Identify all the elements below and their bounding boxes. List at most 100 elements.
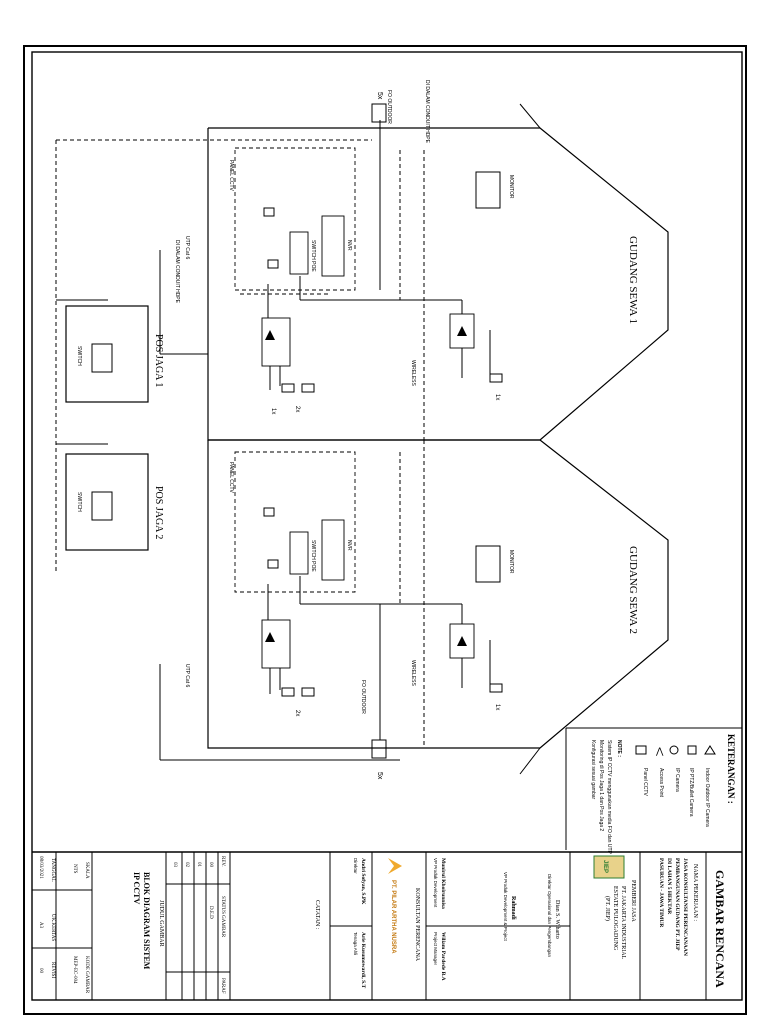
gudang-2-roof	[519, 747, 541, 775]
consultant-logo-icon	[388, 858, 402, 874]
legend-square-icon	[687, 745, 697, 755]
jiep-logo-text: JIEP	[602, 860, 608, 873]
label-fo-2: FO OUTDOOR	[360, 680, 366, 714]
code-value: MEP-EC-004	[72, 956, 77, 984]
legend-title: KETERANGAN :	[726, 734, 736, 804]
label-5x: 5x	[376, 772, 383, 780]
gudang-1-hub-2	[457, 326, 467, 336]
legend-circle-icon	[669, 745, 679, 755]
code-label: KODE GAMBAR	[84, 956, 89, 994]
pos-jaga-2-title: POS JAGA 2	[153, 486, 164, 539]
gudang-1-monitor	[475, 171, 501, 209]
pos-1-monitor	[91, 343, 113, 373]
gudang-1-nvr	[321, 215, 345, 277]
label-nvr: NVR	[346, 240, 352, 251]
drawing-title-line: BLOK DIAGRAM SISTEM	[142, 872, 151, 970]
gudang-2-nvr	[321, 519, 345, 581]
rev-row-00: 00	[208, 862, 213, 868]
work-label: NAMA PEKERJAAN :	[692, 864, 698, 921]
camera-icon	[267, 259, 279, 269]
camera-icon	[281, 383, 295, 393]
engineer1-role: Direktur	[353, 858, 358, 874]
gudang-2-outline	[207, 439, 669, 749]
label-2x: 2x	[294, 406, 300, 412]
consultant-logo-text: PT. PILAR ARTHA NUSRA	[390, 880, 396, 954]
rev-row-01: 01	[196, 862, 201, 868]
label-monitor: MONITOR	[508, 175, 514, 199]
scale-value: NTS	[72, 864, 77, 874]
fo-outdoor-box	[371, 103, 387, 123]
camera-icon	[263, 507, 275, 517]
owner-name-line: PT. JAKARTA INDUSTRIAL	[620, 886, 626, 960]
approver4-name: Wiliam Pardede B.A	[440, 932, 446, 981]
work-desc-line: DI LAHAN 5 HEKTAR	[666, 858, 672, 915]
approver3-role: VP Produk Development	[433, 858, 438, 908]
revision-value: 00	[38, 968, 43, 974]
fo-outdoor-box	[371, 739, 387, 759]
rev-row-00-status: D.E.D	[208, 906, 213, 919]
label-1x-b: 1x	[270, 408, 276, 414]
legend-item-text: Panel CCTV	[642, 768, 648, 796]
rev-row-03: 03	[172, 862, 177, 868]
label-monitor-2: MONITOR	[508, 550, 514, 574]
legend-item-text: Access Point	[658, 768, 664, 798]
drawing-title-label: JUDUL GAMBAR	[158, 900, 164, 947]
work-desc-line: JASA KONSULTANSI PERENCANAAN	[682, 858, 688, 956]
gudang-2-panel-room	[234, 451, 356, 593]
label-utp-2: UTP Cat 6	[184, 664, 190, 687]
camera-icon	[489, 373, 503, 383]
gudang-1-title: GUDANG SEWA 1	[627, 236, 639, 324]
camera-icon	[489, 683, 503, 693]
gudang-sewa-2-block: GUDANG SEWA 2 5x FO OUTDOOR MONITOR NVR …	[184, 439, 669, 780]
gudang-1-roof	[519, 103, 541, 129]
legend-item-text: IP Camera	[674, 768, 680, 792]
consultant-label: KONSULTAN PERENCANA	[414, 888, 420, 962]
label-5x: 5x	[376, 92, 383, 100]
notes-label: CATATAN :	[314, 900, 320, 930]
gudang-1-hub	[265, 330, 275, 340]
label-conduit: DI DALAM CONDUIT HDPE	[424, 80, 430, 144]
main-title: GAMBAR RENCANA	[713, 870, 727, 988]
legend-item-text: IP PTZ/Bullet Camera	[688, 768, 694, 817]
label-wifi: WIRELESS	[410, 360, 416, 387]
label-switch-poe-2: SWITCH POE	[310, 540, 316, 572]
rev-head-status: STATUS GAMBAR	[220, 896, 225, 938]
owner-label: PEMBERI JASA	[630, 880, 636, 923]
engineer1-name: Andri Sofyan, S.PK	[360, 858, 366, 905]
sheet-inner-frame	[31, 51, 743, 1001]
legend-item: ⋀ Access Point	[655, 747, 664, 798]
gudang-2-hub	[265, 632, 275, 642]
legend-block: KETERANGAN : Indoor Outdoor IP Camera IP…	[565, 727, 742, 855]
approver4-role: Project Manager	[433, 932, 438, 966]
rev-row-02: 02	[184, 862, 189, 868]
pos-jaga-block: POS JAGA 1 POS JAGA 2 SWITCH SWITCH	[55, 139, 400, 761]
legend-item-text: Indoor Outdoor IP Camera	[704, 768, 710, 827]
owner-name-line: (PT. JIEP)	[604, 896, 611, 921]
legend-antenna-icon: ⋀	[655, 747, 664, 757]
label-switch-poe: SWITCH POE	[310, 240, 316, 272]
gudang-1-panel-room	[234, 147, 356, 291]
note-line: Monitoring di Pos Jaga 1 dan Pos Jaga 2	[598, 740, 604, 831]
label-panel: PANEL CCTV	[228, 160, 234, 192]
gudang-2-monitor	[475, 545, 501, 583]
gudang-2-ap-box	[261, 619, 291, 669]
pos-jaga-1-title: POS JAGA 1	[153, 334, 164, 387]
work-desc-line: PEMBANGUNAN GUDANG PT. JIEP	[674, 858, 680, 951]
rev-head-rev: REV.	[220, 856, 225, 867]
camera-icon	[301, 687, 315, 697]
notes-title: NOTE :	[616, 740, 622, 757]
scale-label: SKALA	[84, 862, 89, 879]
legend-item: Indoor Outdoor IP Camera	[704, 745, 716, 827]
gudang-1-outline	[207, 127, 669, 441]
paper-value: A3	[38, 922, 43, 929]
title-block: GAMBAR RENCANA NAMA PEKERJAAN : JASA KON…	[32, 851, 742, 1000]
note-line: Sistem IP CCTV menggunakan media FO dan …	[606, 740, 612, 855]
legend-item: IP Camera	[669, 745, 680, 792]
legend-triangle-icon	[704, 745, 716, 755]
pos-jaga-1-box	[65, 305, 149, 403]
rev-head-paraf: PARAF	[220, 978, 225, 994]
legend-item: Panel CCTV	[635, 745, 648, 796]
label-nvr-2: NVR	[346, 540, 352, 551]
approver1-name: Dian S. Wiharto	[554, 900, 560, 939]
